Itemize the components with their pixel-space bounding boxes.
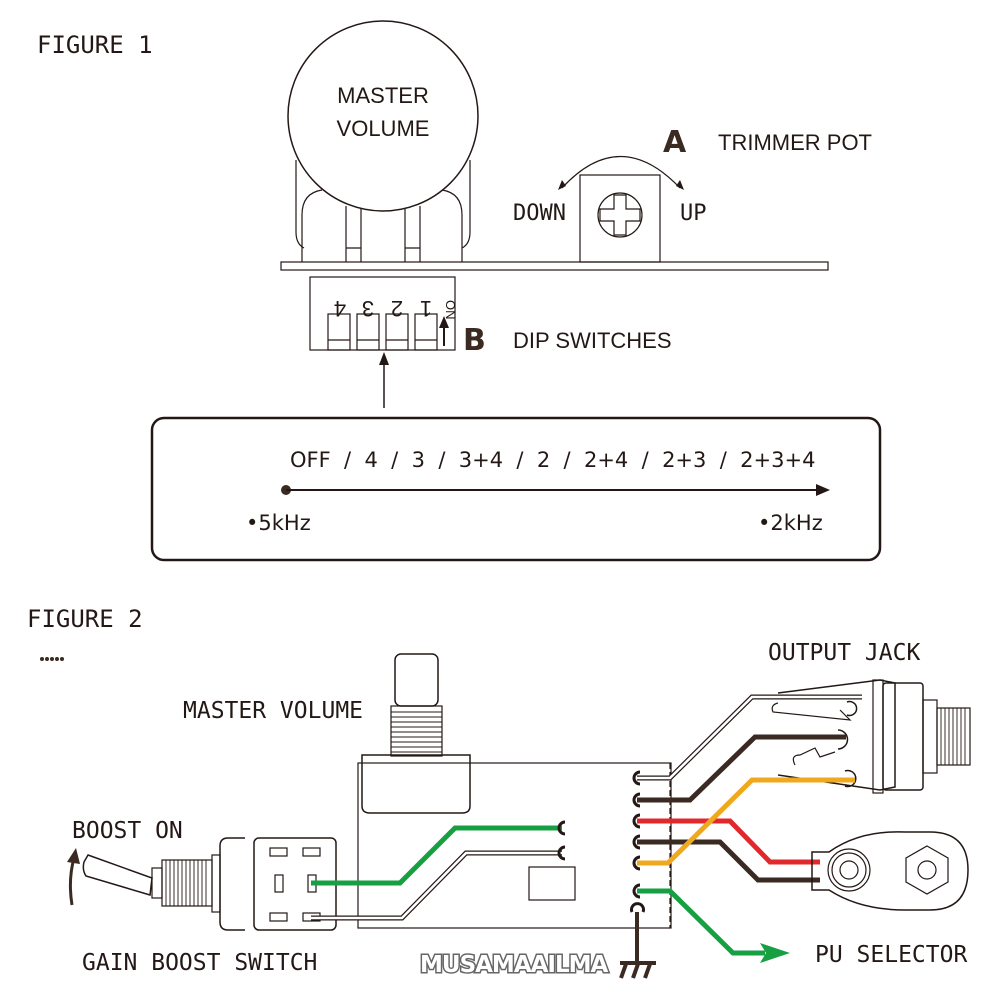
wire-black-jack — [637, 734, 846, 803]
dip-number-1: 1 — [420, 296, 432, 321]
boost-on-label: BOOST ON — [72, 818, 183, 844]
dip-on-label: ON — [443, 300, 458, 320]
board-component — [528, 866, 576, 901]
trimmer-pot-label: TRIMMER POT — [718, 130, 872, 155]
board-pad-switch-a — [557, 820, 566, 836]
wire-white-switch — [311, 850, 562, 921]
pu-selector-arrow-icon — [760, 943, 790, 963]
battery-clip-icon — [811, 831, 969, 911]
board-pads-output — [630, 770, 645, 913]
dip-number-2: 2 — [391, 296, 403, 321]
ground-icon — [619, 961, 656, 979]
wire-yellow-jack — [637, 777, 855, 866]
master-volume-label: MASTER VOLUME — [183, 698, 363, 724]
trimmer-marker-a: A — [663, 125, 687, 160]
figure1-title: FIGURE 1 — [37, 31, 153, 59]
dip-pointer-arrow-icon — [379, 352, 389, 408]
screw-icon — [597, 192, 643, 238]
gain-boost-switch[interactable] — [82, 837, 337, 931]
dip-switch-block: 4 3 2 1 ON — [309, 276, 458, 351]
dip-number-3: 3 — [362, 296, 374, 321]
dip-switch-2[interactable] — [356, 313, 380, 351]
dip-switch-4[interactable] — [414, 313, 438, 351]
output-jack-label: OUTPUT JACK — [768, 640, 920, 666]
dip-number-4: 4 — [334, 296, 346, 321]
wire-green-selector — [637, 888, 765, 956]
dip-switch-1[interactable] — [327, 313, 351, 351]
wire-red-battery — [637, 818, 820, 865]
pu-selector-label: PU SELECTOR — [815, 942, 967, 968]
trimmer-pot-body — [579, 174, 661, 263]
gain-board — [357, 762, 672, 929]
wire-green-switch — [311, 825, 562, 886]
wire-white-jack — [637, 694, 862, 781]
scale-end-label: •2kHz — [758, 511, 823, 535]
master-volume-label-line2: VOLUME — [337, 116, 430, 141]
frequency-scale-box: OFF / 4 / 3 / 3+4 / 2 / 2+4 / 2+3 / 2+3+… — [150, 416, 882, 562]
trimmer-pot: DOWN UP A TRIMMER POT — [513, 125, 872, 263]
dip-marker-b: B — [463, 323, 486, 358]
dip-combination-sequence: OFF / 4 / 3 / 3+4 / 2 / 2+4 / 2+3 / 2+3+… — [290, 448, 815, 472]
master-volume-pot: MASTER VOLUME — [287, 20, 479, 262]
dip-switch-3[interactable] — [385, 313, 409, 351]
output-jack — [771, 679, 971, 794]
watermark: MUSAMAAILMA — [420, 952, 609, 978]
trimmer-down-label: DOWN — [513, 201, 566, 226]
gain-boost-switch-label: GAIN BOOST SWITCH — [82, 950, 317, 976]
trimmer-up-label: UP — [680, 201, 707, 226]
boost-on-arrow-icon — [67, 848, 80, 906]
wire-black-battery — [637, 839, 820, 883]
rotation-arrow-icon — [561, 156, 681, 189]
dots-ornament — [40, 657, 64, 661]
master-volume-pot-side — [361, 653, 471, 814]
master-volume-label-line1: MASTER — [337, 83, 429, 108]
dip-switch-numbers: 4 3 2 1 — [334, 296, 432, 321]
toggle-lever[interactable] — [82, 854, 153, 896]
frequency-arrow-head-icon — [816, 484, 830, 496]
on-direction-arrow-icon — [439, 316, 449, 346]
board-pad-switch-b — [557, 845, 566, 861]
scale-start-label: •5kHz — [246, 511, 311, 535]
pcb-board — [280, 261, 829, 271]
figure2-title: FIGURE 2 — [27, 605, 143, 633]
dip-switches-label: DIP SWITCHES — [513, 328, 672, 353]
